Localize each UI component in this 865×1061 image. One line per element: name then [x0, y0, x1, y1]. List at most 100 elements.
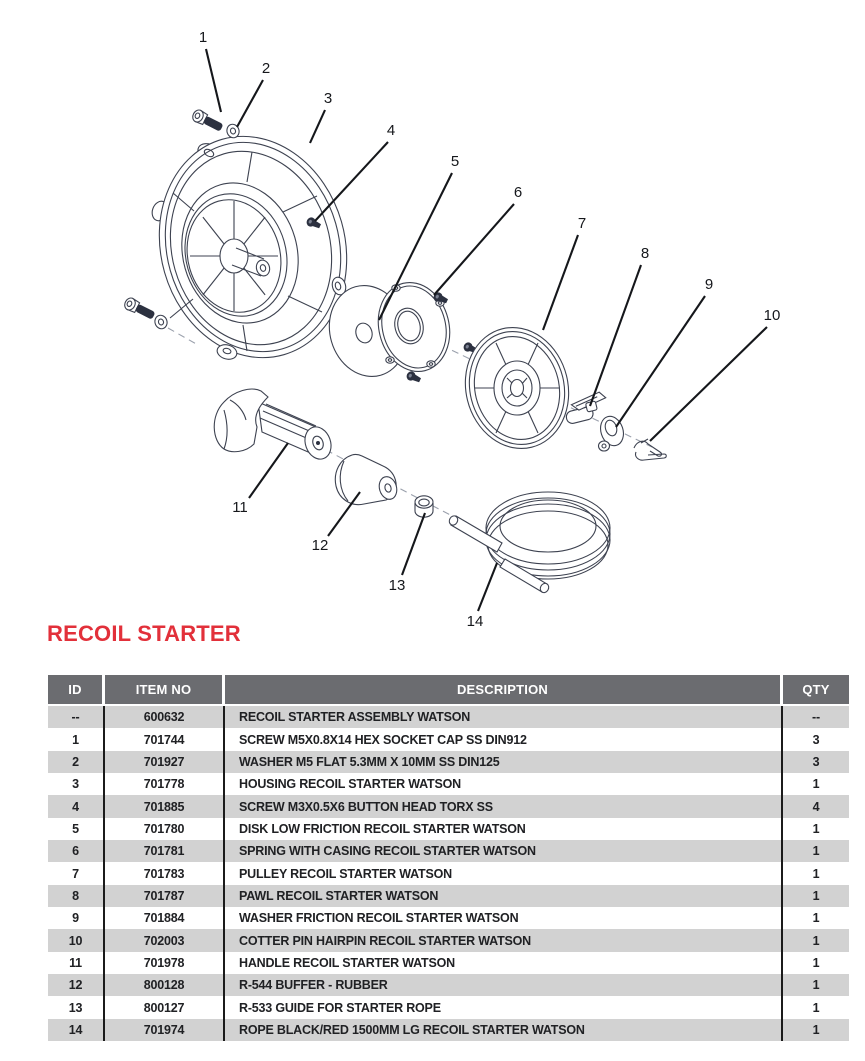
cell-description: SCREW M3X0.5X6 BUTTON HEAD TORX SS: [225, 795, 783, 818]
cell-description: HOUSING RECOIL STARTER WATSON: [225, 773, 783, 796]
cell-description: ROPE BLACK/RED 1500MM LG RECOIL STARTER …: [225, 1018, 783, 1042]
callout-label-10: 10: [764, 307, 781, 324]
part-rope-guide: [414, 495, 434, 518]
section-title: RECOIL STARTER: [47, 621, 241, 646]
leader-line-13: [401, 512, 426, 576]
cell-id: 1: [48, 728, 105, 751]
leader-line-10: [649, 326, 768, 442]
cell-description: R-533 GUIDE FOR STARTER ROPE: [225, 996, 783, 1019]
callout-label-8: 8: [641, 245, 649, 262]
leader-line-11: [248, 442, 289, 499]
cell-qty: 1: [783, 996, 849, 1019]
cell-description: RECOIL STARTER ASSEMBLY WATSON: [225, 706, 783, 729]
cell-id: 11: [48, 951, 105, 975]
cell-item-no: 701884: [105, 907, 225, 930]
callout-label-3: 3: [324, 90, 332, 107]
cell-description: WASHER M5 FLAT 5.3MM X 10MM SS DIN125: [225, 750, 783, 774]
cell-description: WASHER FRICTION RECOIL STARTER WATSON: [225, 907, 783, 930]
callout-label-4: 4: [387, 122, 395, 139]
cell-item-no: 701974: [105, 1018, 225, 1042]
cell-description: SPRING WITH CASING RECOIL STARTER WATSON: [225, 840, 783, 863]
cell-description: HANDLE RECOIL STARTER WATSON: [225, 951, 783, 975]
cell-item-no: 701787: [105, 884, 225, 908]
cell-id: 6: [48, 840, 105, 863]
cell-id: 12: [48, 974, 105, 997]
cell-description: COTTER PIN HAIRPIN RECOIL STARTER WATSON: [225, 929, 783, 952]
leader-line-3: [309, 109, 326, 144]
part-cap-screw: [190, 107, 225, 134]
cell-item-no: 701778: [105, 773, 225, 796]
callout-label-14: 14: [467, 613, 484, 630]
leader-line-14: [477, 562, 498, 612]
cell-qty: 1: [783, 974, 849, 997]
cell-item-no: 800127: [105, 996, 225, 1019]
cell-description: PULLEY RECOIL STARTER WATSON: [225, 862, 783, 885]
part-buffer: [334, 453, 398, 506]
callout-label-9: 9: [705, 276, 713, 293]
part-handle: [213, 388, 332, 460]
leader-line-1: [204, 48, 223, 113]
cell-qty: 3: [783, 728, 849, 751]
cell-id: 8: [48, 884, 105, 908]
callout-label-2: 2: [262, 60, 270, 77]
part-pulley: [464, 326, 570, 450]
callout-label-1: 1: [199, 29, 207, 46]
leader-line-2: [236, 79, 264, 128]
cell-item-no: 701927: [105, 750, 225, 774]
cell-qty: 1: [783, 951, 849, 975]
leader-line-4: [314, 141, 389, 222]
cell-description: R-544 BUFFER - RUBBER: [225, 974, 783, 997]
cell-item-no: 702003: [105, 929, 225, 952]
leader-line-8: [589, 264, 642, 407]
cell-id: 2: [48, 750, 105, 774]
cell-qty: 1: [783, 1018, 849, 1042]
cell-item-no: 701780: [105, 817, 225, 841]
callout-label-6: 6: [514, 184, 522, 201]
leader-line-12: [327, 491, 361, 537]
cell-qty: 1: [783, 773, 849, 796]
leader-line-7: [542, 234, 579, 331]
cell-qty: 1: [783, 907, 849, 930]
cell-item-no: 701783: [105, 862, 225, 885]
part-cotter-pin: [633, 438, 667, 461]
cell-qty: 4: [783, 795, 849, 818]
callout-label-13: 13: [389, 577, 406, 594]
cell-item-no: 800128: [105, 974, 225, 997]
column-header-item-no: ITEM NO: [105, 675, 225, 704]
callout-label-5: 5: [451, 153, 459, 170]
column-header-id: ID: [48, 675, 105, 704]
cell-description: SCREW M5X0.8X14 HEX SOCKET CAP SS DIN912: [225, 728, 783, 751]
part-cap-screw: [122, 295, 157, 322]
part-housing: [151, 135, 348, 360]
cell-qty: 3: [783, 750, 849, 774]
cell-item-no: 701885: [105, 795, 225, 818]
cell-id: 10: [48, 929, 105, 952]
cell-item-no: 600632: [105, 706, 225, 729]
cell-id: --: [48, 706, 105, 729]
leader-line-5: [378, 172, 453, 321]
part-flat-washer: [152, 313, 170, 331]
callout-leader-lines: [204, 48, 768, 612]
cell-qty: 1: [783, 817, 849, 841]
cell-qty: 1: [783, 884, 849, 908]
cell-id: 5: [48, 817, 105, 841]
part-pawl: [565, 391, 607, 424]
cell-qty: 1: [783, 840, 849, 863]
